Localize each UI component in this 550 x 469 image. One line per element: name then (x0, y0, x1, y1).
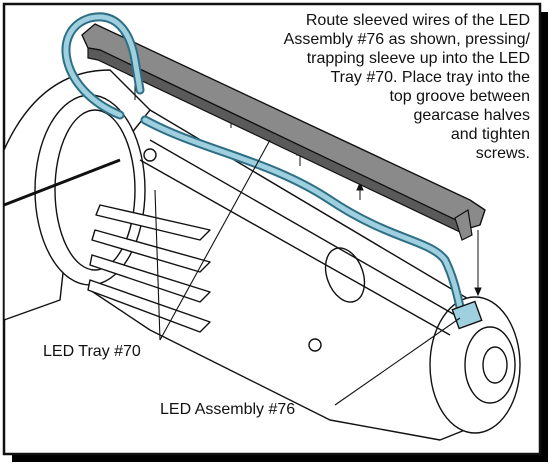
grip-rib-1 (95, 204, 211, 241)
leader-led-tray (159, 139, 271, 341)
top-groove-lower (139, 159, 451, 336)
motor-collar-inner (54, 109, 136, 271)
led-tray-end-tab (454, 209, 473, 241)
leader-left-pointer (3, 158, 121, 207)
grip-rib-2 (91, 229, 211, 273)
output-shaft (482, 346, 508, 384)
leader-led-assembly (334, 317, 461, 406)
led-tray-label: LED Tray #70 (43, 343, 141, 360)
led-assembly-part (451, 300, 483, 330)
led-assembly-label: LED Assembly #76 (160, 401, 296, 418)
grip-rib-4 (87, 279, 211, 333)
gearcase-housing (69, 109, 491, 441)
screw-left (143, 148, 157, 162)
leader-led-tray-2 (154, 189, 161, 341)
grip-rib-3 (89, 254, 211, 303)
wire-sleeve-fill (63, 14, 465, 318)
leader-lines (3, 139, 461, 406)
gearcase-body (3, 69, 521, 441)
top-groove (149, 139, 456, 316)
screw-lower (308, 338, 322, 352)
instruction-callout: Route sleeved wires of the LED Assembly … (283, 12, 530, 162)
